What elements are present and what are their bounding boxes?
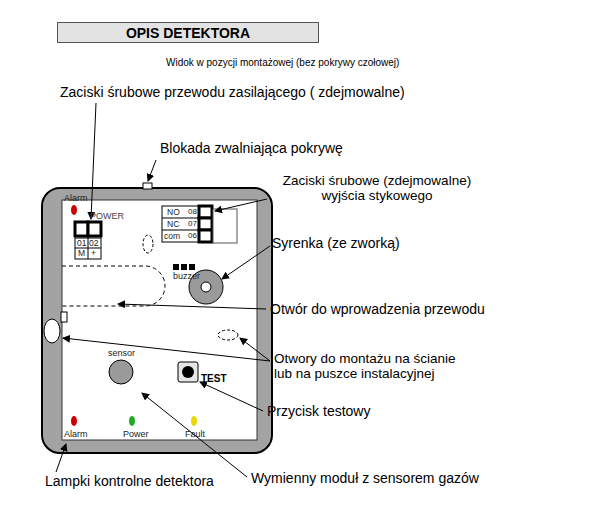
pin-label: M	[78, 249, 85, 258]
callout-label: Zaciski śrubowe przewodu zasilającego ( …	[60, 85, 405, 100]
pin-label: NO	[167, 208, 180, 217]
title-box: OPIS DETEKTORA	[57, 22, 319, 43]
output-terminal	[199, 206, 212, 218]
mounting-hole	[218, 330, 238, 340]
pin-label: +	[91, 249, 96, 258]
led-label: Power	[123, 430, 149, 440]
callout-label: Syrenka (ze zworką)	[272, 236, 400, 251]
mounting-hole	[44, 319, 60, 343]
led	[71, 205, 77, 215]
terminal-label: POWER	[90, 212, 124, 222]
relay	[213, 209, 237, 243]
subtitle: Widok w pozycji montażowej (bez pokrywy …	[166, 57, 399, 68]
pin-number: 08	[188, 208, 197, 217]
component-label: sensor	[108, 349, 135, 359]
gas-sensor	[109, 360, 133, 384]
jumper-pin	[173, 264, 179, 270]
power-terminal	[75, 222, 88, 236]
test-button	[178, 362, 198, 382]
housing	[42, 188, 272, 453]
cable-entry	[62, 266, 165, 306]
component-label: buzzer	[173, 272, 200, 282]
led-label: Fault	[185, 430, 205, 440]
cover-latch	[143, 183, 152, 189]
leader-lines	[56, 103, 270, 477]
board-hole	[143, 235, 153, 253]
output-marking	[162, 206, 199, 242]
led	[129, 416, 135, 426]
callout-label: Otwór do wprowadzenia przewodu	[270, 302, 485, 317]
circuit-board	[62, 200, 257, 440]
pin-number: 02	[89, 239, 98, 248]
callout-label: Blokada zwalniająca pokrywę	[160, 141, 343, 156]
led	[191, 416, 197, 426]
jumper-pin	[181, 264, 187, 270]
callout-label: Otwory do montażu na ścianie lub na pusz…	[274, 352, 474, 382]
pin-label: com	[164, 232, 180, 241]
title-text: OPIS DETEKTORA	[126, 25, 250, 41]
callout-label: Przycisk testowy	[267, 404, 370, 419]
led-label: Alarm	[64, 430, 88, 440]
output-terminal	[199, 230, 212, 242]
output-terminal	[199, 218, 212, 230]
terminal-marking	[75, 238, 101, 259]
power-terminal	[88, 222, 101, 236]
callout-label: Lampki kontrolne detektora	[45, 474, 214, 489]
callout-label: Zaciski śrubowe (zdejmowalne) wyjścia st…	[262, 174, 492, 204]
pin-number: 06	[188, 232, 197, 241]
pin-number: 01	[77, 239, 86, 248]
callout-label: Wymienny moduł z sensorem gazów	[251, 471, 479, 486]
led-label: Alarm	[64, 194, 88, 204]
component-label: TEST	[201, 373, 227, 384]
pin-label: NC	[167, 220, 179, 229]
led	[71, 416, 77, 426]
pin-number: 07	[188, 220, 197, 229]
jumper-pin	[189, 264, 195, 270]
